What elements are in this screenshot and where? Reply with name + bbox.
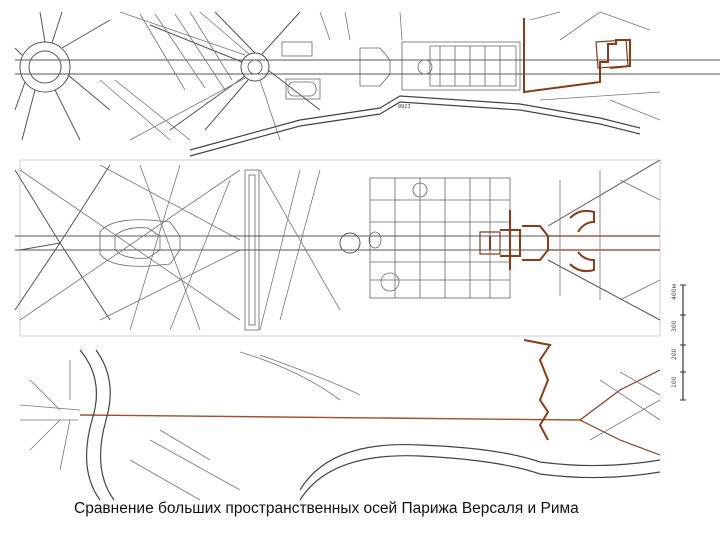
louvre-outline [523, 39, 631, 94]
palace-outline [489, 210, 549, 270]
road-label: 9923 [398, 104, 411, 110]
scale-bar: 400м 300 200 100 [671, 284, 686, 401]
rome-plan [19, 339, 661, 501]
rome-main-axis [79, 414, 581, 421]
scale-label-400: 400м [671, 284, 678, 300]
figure-caption: Сравнение больших пространственных осей … [74, 500, 579, 517]
scale-label-300: 300 [671, 320, 678, 332]
paris-plan: 9923 [14, 11, 720, 157]
scale-label-100: 100 [671, 376, 678, 388]
versailles-plan [14, 159, 661, 337]
etoile-circle [19, 41, 71, 93]
tiber-river [299, 443, 661, 491]
scale-label-200: 200 [671, 348, 678, 360]
vatican-outline [523, 339, 552, 441]
